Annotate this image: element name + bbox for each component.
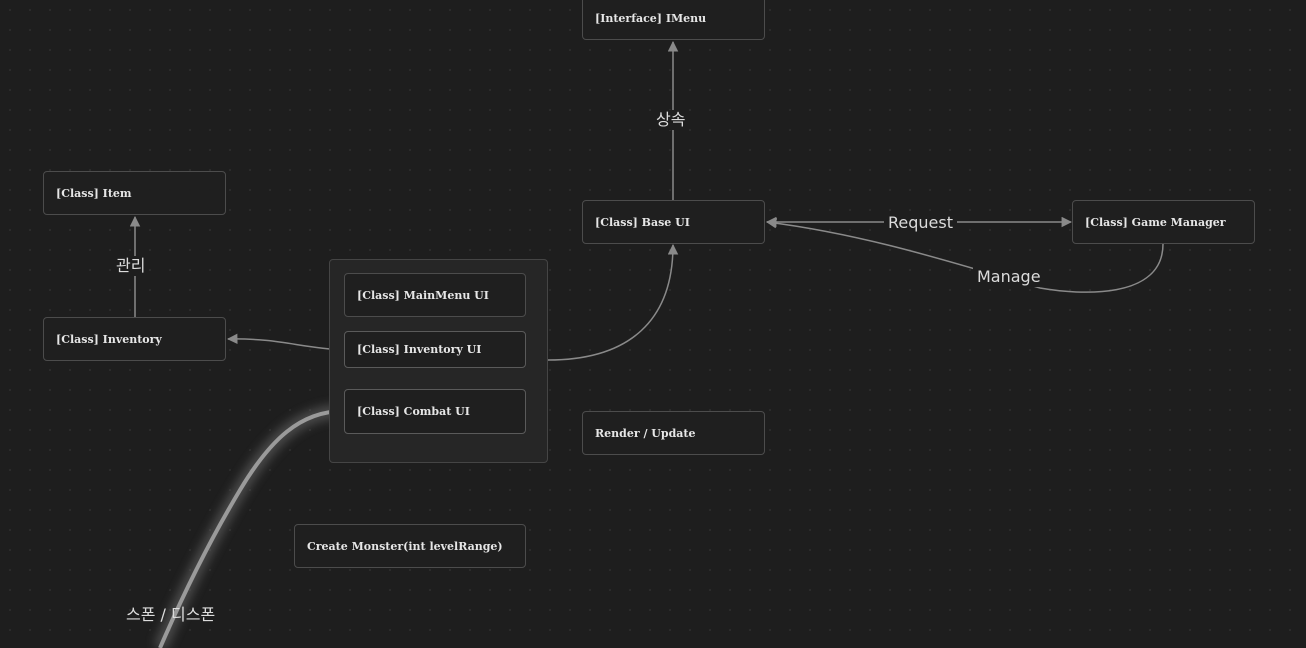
- node-base-ui[interactable]: [Class] Base UI: [582, 200, 765, 244]
- node-mainmenu-ui[interactable]: [Class] MainMenu UI: [344, 273, 526, 317]
- node-combat-ui-label: [Class] Combat UI: [357, 405, 470, 418]
- edge-inventoryui-to-inventory: [226, 333, 345, 351]
- node-base-ui-label: [Class] Base UI: [595, 215, 690, 229]
- node-render-update-label: Render / Update: [595, 426, 696, 440]
- edge-label-manage-kr: 관리: [112, 256, 150, 276]
- node-imenu-label: [Interface] IMenu: [595, 11, 707, 25]
- node-create-monster[interactable]: Create Monster(int levelRange): [294, 524, 526, 568]
- edge-label-manage: Manage: [973, 267, 1045, 287]
- node-inventory-ui[interactable]: [Class] Inventory UI: [344, 331, 526, 368]
- node-game-manager-label: [Class] Game Manager: [1085, 215, 1226, 229]
- node-game-manager[interactable]: [Class] Game Manager: [1072, 200, 1255, 244]
- node-inventory[interactable]: [Class] Inventory: [43, 317, 226, 361]
- node-item-label: [Class] Item: [56, 186, 132, 200]
- edge-label-inherit: 상속: [652, 110, 690, 130]
- node-item[interactable]: [Class] Item: [43, 171, 226, 215]
- node-mainmenu-ui-label: [Class] MainMenu UI: [357, 288, 489, 302]
- node-imenu[interactable]: [Interface] IMenu: [582, 0, 765, 40]
- edge-label-request: Request: [884, 213, 957, 233]
- node-combat-ui[interactable]: [Class] Combat UI: [344, 389, 526, 434]
- node-render-update[interactable]: Render / Update: [582, 411, 765, 455]
- node-inventory-ui-label: [Class] Inventory UI: [357, 343, 482, 356]
- edge-uigroup-to-base: [547, 243, 679, 361]
- node-create-monster-label: Create Monster(int levelRange): [307, 539, 503, 553]
- edge-spawn: [158, 409, 345, 648]
- edge-label-spawn: 스폰 / 디스폰: [126, 605, 216, 624]
- node-inventory-label: [Class] Inventory: [56, 332, 162, 346]
